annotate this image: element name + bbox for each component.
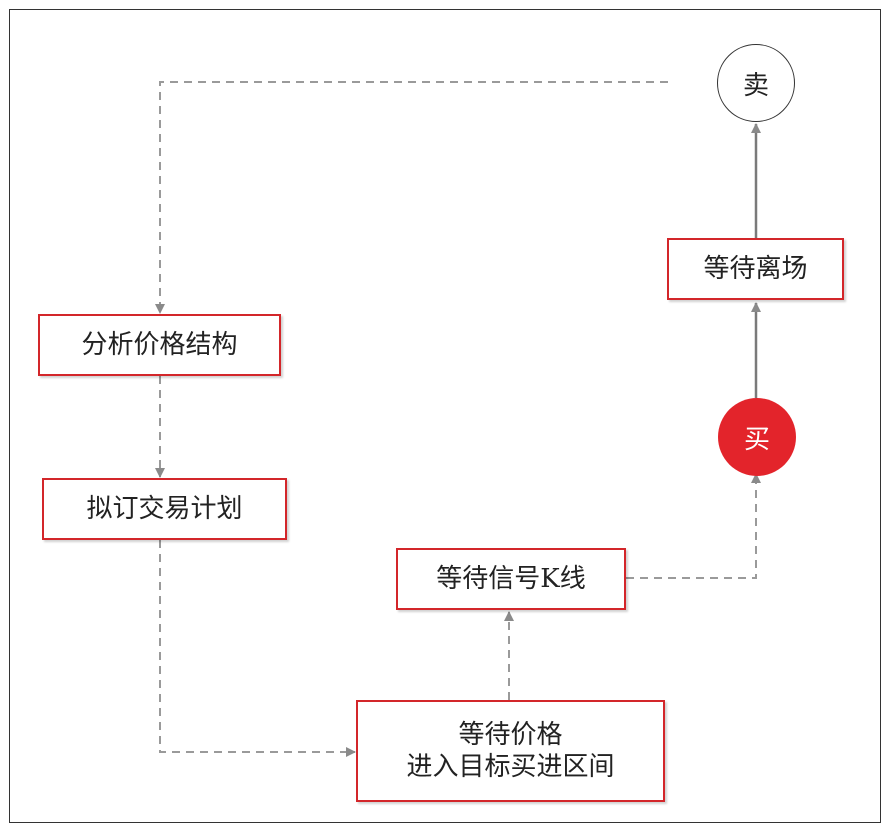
wait-signal-label: 等待信号K线 <box>436 563 586 594</box>
buy-label: 买 <box>743 424 770 455</box>
plan-label: 拟订交易计划 <box>86 493 243 524</box>
wait-price-box: 等待价格 进入目标买进区间 <box>356 700 665 802</box>
loop-arrow-sell-to-analyze <box>155 81 668 314</box>
analyze-label: 分析价格结构 <box>81 329 238 360</box>
wait-price-line2: 进入目标买进区间 <box>406 752 615 782</box>
sell-node: 卖 <box>717 44 795 122</box>
buy-node: 买 <box>718 398 796 476</box>
wait-price-line1: 等待价格 <box>458 719 563 750</box>
arrow-plan-to-wait-price <box>159 540 356 757</box>
arrow-wait-signal-to-buy <box>626 473 761 579</box>
sell-label: 卖 <box>742 70 769 101</box>
wait-exit-label: 等待离场 <box>703 253 808 284</box>
analyze-box: 分析价格结构 <box>38 314 281 376</box>
wait-exit-box: 等待离场 <box>667 238 844 300</box>
wait-signal-box: 等待信号K线 <box>396 548 626 610</box>
plan-box: 拟订交易计划 <box>42 478 287 540</box>
